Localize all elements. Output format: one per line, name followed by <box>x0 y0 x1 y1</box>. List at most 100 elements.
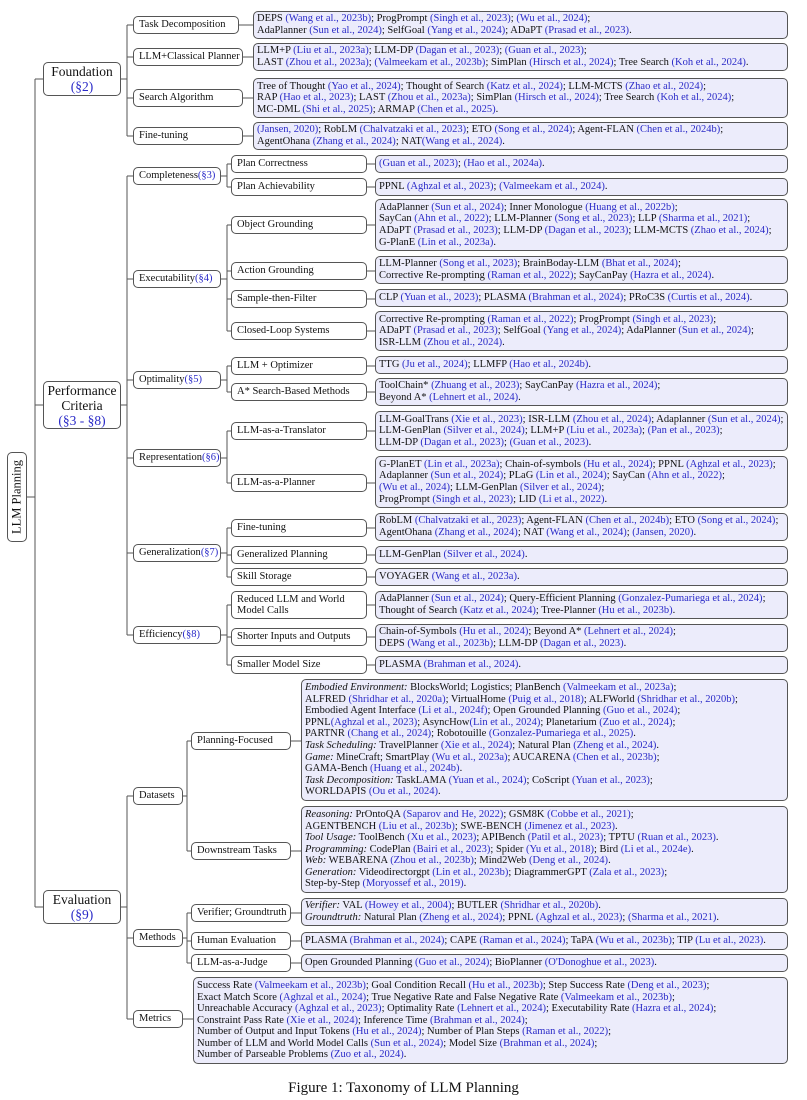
citation-link[interactable]: (Hu et al., 2024) <box>459 626 529 638</box>
citation-link[interactable]: (Zhang et al., 2024) <box>434 527 518 538</box>
citation-link[interactable]: (Aghzal et al., 2024) <box>279 991 367 1003</box>
citation-link[interactable]: (Wang et al., 2023b) <box>407 638 494 649</box>
citation-link[interactable]: (Deng et al., 2024) <box>529 855 609 867</box>
citation-link[interactable]: (Lehnert et al., 2024) <box>457 1003 547 1015</box>
citation-link[interactable]: (Aghzal et al., 2023) <box>294 1003 382 1015</box>
citation-link[interactable]: (Zhou et al., 2024) <box>572 413 652 425</box>
citation-link[interactable]: (Sharma et al., 2021) <box>658 213 748 225</box>
citation-link[interactable]: (Shridhar et al., 2020b) <box>637 693 735 705</box>
citation-link[interactable]: (Hazra et al., 2024) <box>576 380 658 392</box>
citation-link[interactable]: (Koh et al., 2024) <box>671 57 746 68</box>
citation-link[interactable]: (Lin et al., 2023a) <box>424 458 500 470</box>
citation-link[interactable]: (Zhou et al., 2023a) <box>285 57 369 68</box>
citation-link[interactable]: (Lu et al., 2023) <box>695 935 764 947</box>
citation-link[interactable]: (Gonzalez-Pumariega et al., 2025) <box>488 728 634 740</box>
citation-link[interactable]: (Sun et al., 2024) <box>309 25 382 36</box>
citation-link[interactable]: (Gonzalez-Pumariega et al., 2024) <box>618 593 763 605</box>
citation-link[interactable]: (Prasad et al., 2023) <box>413 225 498 236</box>
citation-link[interactable]: (Patil et al., 2023) <box>527 832 604 844</box>
citation-link[interactable]: (Li et al., 2024e) <box>620 843 692 855</box>
citation-link[interactable]: (Sun et al., 2024) <box>431 593 504 605</box>
citation-link[interactable]: (Hu et al., 2024) <box>352 1026 422 1038</box>
citation-link[interactable]: (Bairi et al., 2023) <box>413 843 491 855</box>
citation-link[interactable]: (Dagan et al., 2023) <box>544 225 629 236</box>
citation-link[interactable]: (Valmeekam et al., 2024) <box>499 181 605 193</box>
citation-link[interactable]: (Hirsch et al., 2024) <box>514 92 599 104</box>
citation-link[interactable]: (Chalvatzaki et al., 2023) <box>414 515 522 527</box>
citation-link[interactable]: (Wu et al., 2023b) <box>595 935 672 947</box>
citation-link[interactable]: (Guan et al., 2023) <box>509 436 589 448</box>
citation-link[interactable]: (Howey et al., 2004) <box>364 900 452 912</box>
citation-link[interactable]: (Guan et al., 2023) <box>379 158 459 170</box>
citation-link[interactable]: (Wu et al., 2024) <box>379 482 451 493</box>
citation-link[interactable]: (Moryossef et al., 2019) <box>362 878 464 890</box>
citation-link[interactable]: (Wang et al., 2023a) <box>431 571 517 583</box>
citation-link[interactable]: (Wang et al., 2024) <box>421 136 503 147</box>
citation-link[interactable]: (Wu et al., 2024) <box>516 13 588 25</box>
citation-link[interactable]: (Katz et al., 2024) <box>486 80 563 92</box>
citation-link[interactable]: (Xu et al., 2023) <box>407 832 477 844</box>
citation-link[interactable]: (Valmeekam et al., 2023b) <box>560 991 673 1003</box>
citation-link[interactable]: (Zhuang et al., 2023) <box>431 380 520 392</box>
citation-link[interactable]: (Sun et al., 2024) <box>370 1037 444 1049</box>
citation-link[interactable]: (Silver et al., 2024) <box>443 549 525 561</box>
citation-link[interactable]: (Huang et al., 2024b) <box>370 763 460 775</box>
citation-link[interactable]: (Ruan et al., 2023) <box>637 832 716 844</box>
citation-link[interactable]: (Deng et al., 2023) <box>627 979 707 991</box>
citation-link[interactable]: (Ou et al., 2024) <box>368 786 438 798</box>
citation-link[interactable]: (Puig et al., 2018) <box>508 693 584 705</box>
citation-link[interactable]: (Chen et al., 2024b) <box>636 124 721 136</box>
citation-link[interactable]: (Shridhar et al., 2020a) <box>348 693 446 705</box>
citation-link[interactable]: (Lin et al., 2023b) <box>432 866 509 878</box>
citation-link[interactable]: (Xie et al., 2023) <box>451 413 523 425</box>
citation-link[interactable]: (Lin et al., 2024) <box>469 716 541 728</box>
citation-link[interactable]: (Chang et al., 2024) <box>347 728 432 740</box>
citation-link[interactable]: (Hazra et al., 2024) <box>632 1003 714 1015</box>
citation-link[interactable]: (Brahman et al., 2024) <box>430 1014 525 1026</box>
citation-link[interactable]: (Wu et al., 2023a) <box>431 751 508 763</box>
citation-link[interactable]: (Zhao et al., 2024) <box>690 225 769 236</box>
citation-link[interactable]: (Raman et al., 2022) <box>487 313 574 325</box>
citation-link[interactable]: (Yang et al., 2024) <box>427 25 506 36</box>
citation-link[interactable]: (Valmeekam et al., 2023a) <box>563 682 674 694</box>
citation-link[interactable]: (Yuan et al., 2024) <box>448 774 527 786</box>
citation-link[interactable]: (Hirsch et al., 2024) <box>529 57 614 68</box>
citation-link[interactable]: (O'Donoghue et al., 2023) <box>544 957 655 969</box>
citation-link[interactable]: (Huang et al., 2022b) <box>585 201 675 213</box>
citation-link[interactable]: (Dagan et al., 2023) <box>415 45 500 57</box>
citation-link[interactable]: (Hazra et al., 2024) <box>630 270 712 281</box>
citation-link[interactable]: (Shridhar et al., 2020b) <box>500 900 599 912</box>
citation-link[interactable]: (Lin et al., 2024) <box>535 470 607 482</box>
citation-link[interactable]: (Guo et al., 2024) <box>414 957 490 969</box>
citation-link[interactable]: (Yuan et al., 2023) <box>572 774 650 786</box>
citation-link[interactable]: (Singh et al., 2023) <box>632 313 714 325</box>
citation-link[interactable]: (Aghzal et al., 2023) <box>535 912 623 923</box>
citation-link[interactable]: (Zhao et al., 2024) <box>625 80 704 92</box>
citation-link[interactable]: (Dagan et al., 2023) <box>539 638 624 649</box>
citation-link[interactable]: (Singh et al., 2023) <box>432 493 514 505</box>
citation-link[interactable]: (Lehnert et al., 2024) <box>584 626 673 638</box>
citation-link[interactable]: (Song et al., 2024) <box>494 124 573 136</box>
citation-link[interactable]: (Raman et al., 2022) <box>522 1026 609 1038</box>
citation-link[interactable]: (Hao et al., 2024b) <box>509 359 589 371</box>
citation-link[interactable]: (Prasad et al., 2023) <box>413 325 498 337</box>
citation-link[interactable]: (Katz et al., 2024) <box>459 605 536 616</box>
citation-link[interactable]: (Zhou et al., 2023b) <box>390 855 474 867</box>
citation-link[interactable]: (Hu et al., 2023b) <box>598 605 673 616</box>
citation-link[interactable]: (Chen et al., 2024b) <box>585 515 670 527</box>
citation-link[interactable]: (Zuo et al., 2024) <box>330 1049 404 1061</box>
citation-link[interactable]: (Aghzal et al., 2023) <box>406 181 494 193</box>
citation-link[interactable]: (Lin et al., 2023a) <box>417 236 494 248</box>
citation-link[interactable]: (Bhat et al., 2024) <box>601 258 678 270</box>
citation-link[interactable]: (Cobbe et al., 2021) <box>547 808 631 820</box>
citation-link[interactable]: (Yuan et al., 2023) <box>400 292 479 304</box>
citation-link[interactable]: (Wang et al., 2023b) <box>285 13 372 25</box>
citation-link[interactable]: (Ju et al., 2024) <box>402 359 468 371</box>
citation-link[interactable]: (Brahman et al., 2024) <box>528 292 624 304</box>
citation-link[interactable]: (Ahn et al., 2022) <box>647 470 722 482</box>
citation-link[interactable]: (Liu et al., 2023b) <box>378 820 455 832</box>
citation-link[interactable]: (Zheng et al., 2024) <box>419 912 503 923</box>
citation-link[interactable]: (Sun et al., 2024) <box>707 413 781 425</box>
citation-link[interactable]: (Ahn et al., 2022) <box>414 213 489 225</box>
citation-link[interactable]: (Shi et al., 2025) <box>302 103 373 115</box>
